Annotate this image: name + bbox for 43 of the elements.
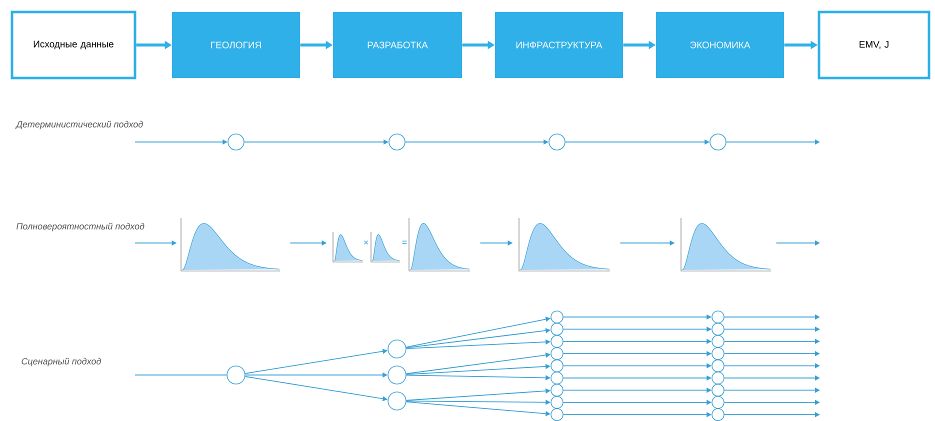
node-circle <box>388 134 406 150</box>
node-circle <box>712 322 724 336</box>
node-circle <box>712 335 724 348</box>
node-circle <box>712 310 724 324</box>
node-circle <box>228 134 244 150</box>
node-circle <box>388 366 406 384</box>
node-circle <box>548 134 566 150</box>
node-circle <box>712 384 724 397</box>
node-circle <box>712 396 724 409</box>
process-box: ГЕОЛОГИЯ <box>172 12 300 78</box>
node-circle <box>712 372 724 384</box>
distribution-chart-drawing <box>408 218 470 272</box>
node-circle <box>550 359 564 372</box>
process-box: ИНФРАСТРУКТУРА <box>495 12 623 78</box>
node-circle <box>388 392 406 410</box>
node-circle <box>550 384 564 397</box>
node-circle <box>710 134 726 150</box>
node-circle <box>712 359 724 372</box>
distribution-chart-drawing <box>332 232 364 262</box>
distribution-chart-drawing <box>680 218 772 272</box>
node-circle <box>388 340 406 358</box>
distribution-chart-drawing <box>180 218 280 272</box>
operator-sign: × <box>364 240 368 245</box>
row-label: Детерминистический подход <box>15 120 143 130</box>
input-box: Исходные данные <box>10 10 136 80</box>
node-circle <box>550 335 564 348</box>
node-circle <box>550 396 564 409</box>
distribution-chart-drawing <box>370 232 400 262</box>
node-circle <box>550 310 564 324</box>
node-circle <box>550 372 564 384</box>
node-circle <box>550 322 564 336</box>
process-box: РАЗРАБОТКА <box>333 12 462 78</box>
operator-sign: = <box>402 240 407 244</box>
node-circle <box>712 347 724 360</box>
node-circle <box>550 408 564 421</box>
node-circle <box>226 366 246 384</box>
row-label: Сценарный подход <box>22 358 101 366</box>
distribution-chart-drawing <box>518 218 610 272</box>
process-box: ЭКОНОМИКА <box>656 12 784 78</box>
node-circle <box>712 408 724 421</box>
node-circle <box>550 347 564 360</box>
input-box: EMV, J <box>818 10 930 80</box>
row-label: Полновероятностный подход <box>16 222 144 232</box>
